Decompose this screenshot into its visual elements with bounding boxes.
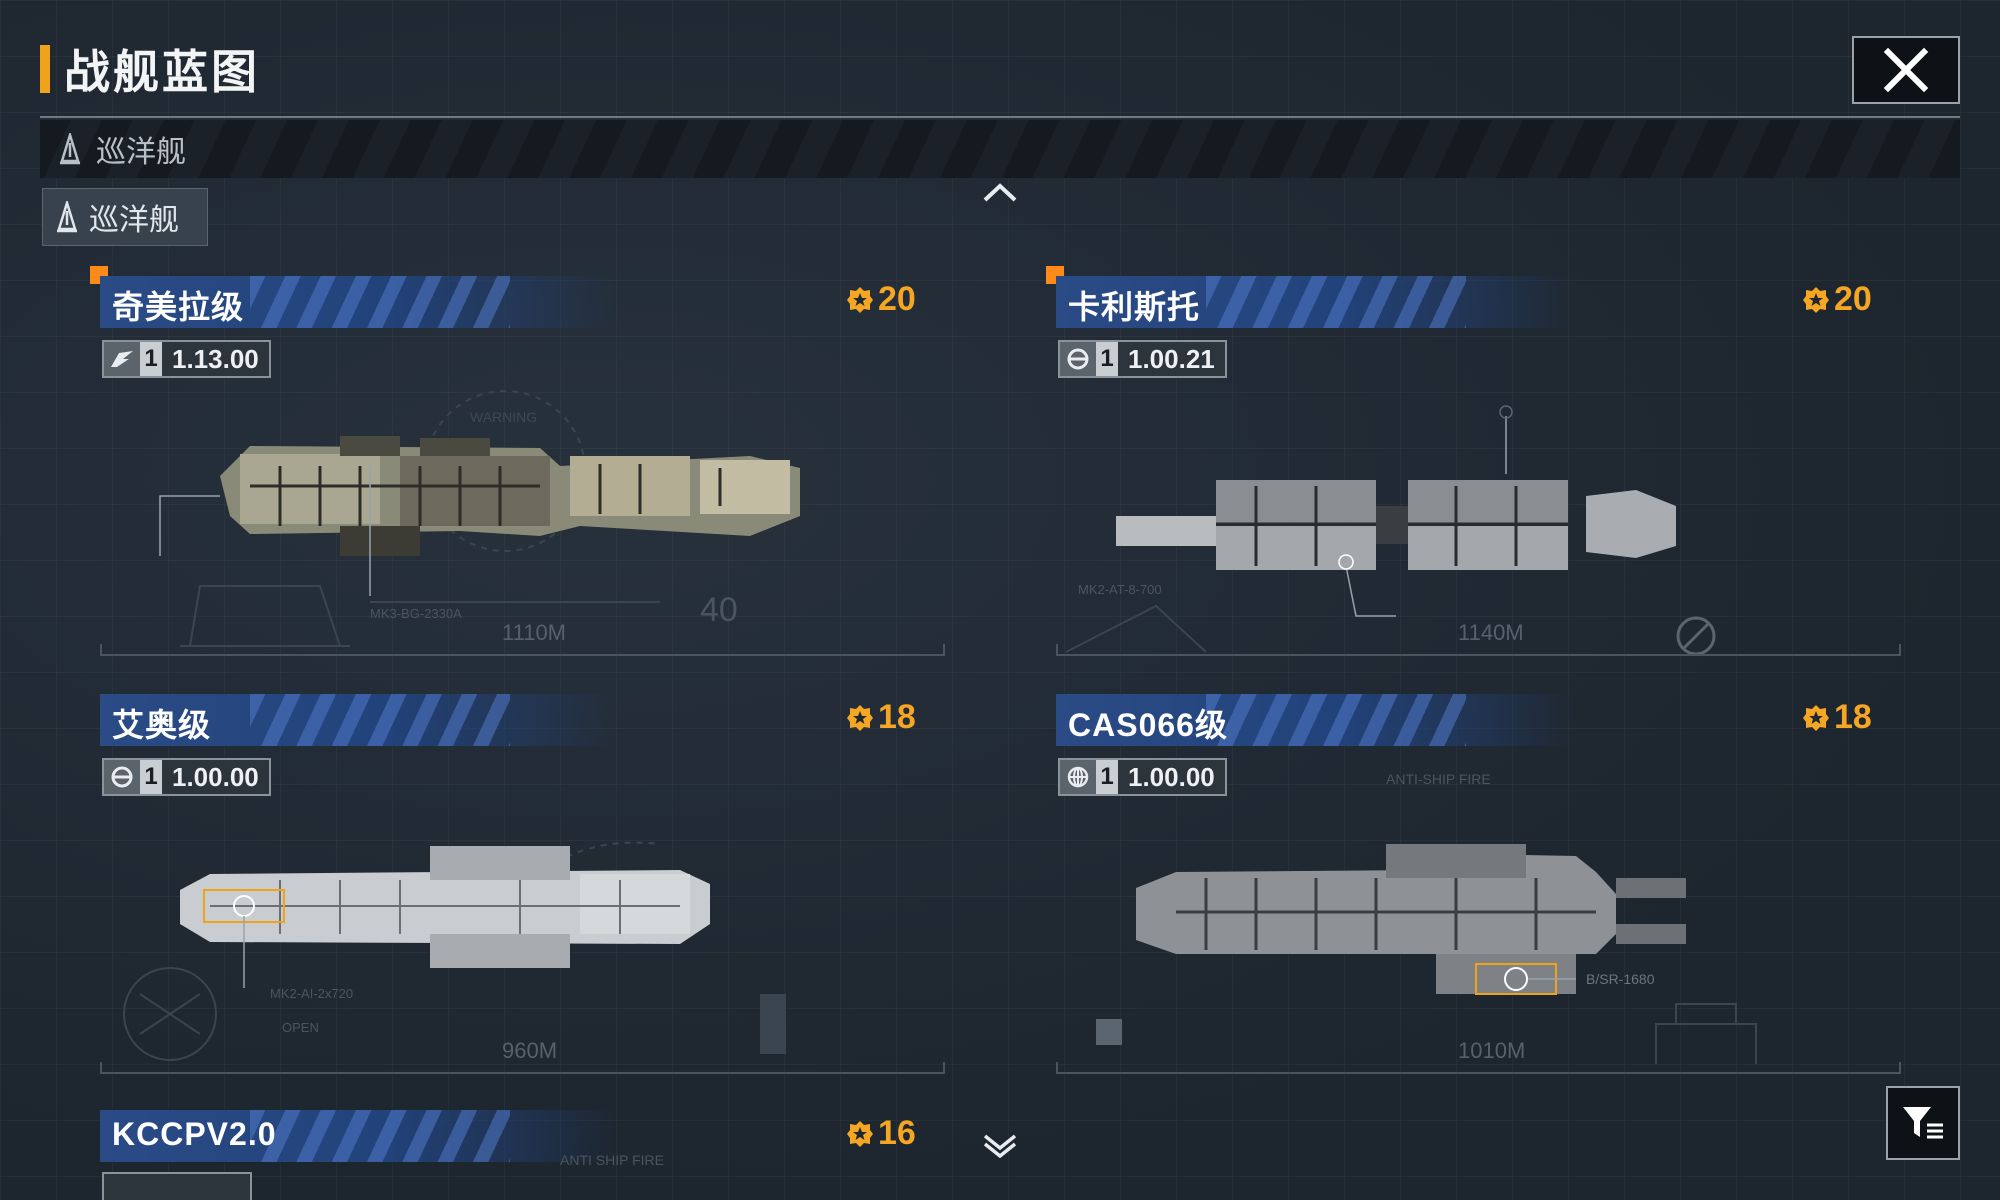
ship-length: 1010M: [1458, 1038, 1526, 1063]
cost: 20: [1802, 280, 1872, 319]
ship-class-icon: [104, 760, 140, 794]
card-baseline: [1056, 644, 1901, 656]
scroll-up-button[interactable]: [982, 180, 1018, 209]
card-baseline: [1056, 1062, 1901, 1074]
stat-level: 1: [140, 342, 162, 376]
ship-length: 1110M: [502, 620, 567, 645]
ship-name: 奇美拉级: [112, 289, 245, 325]
title-accent: [40, 45, 50, 93]
warning-label: WARNING: [470, 409, 537, 425]
stat-version: 1.13.00: [172, 344, 259, 374]
ship-name: 卡利斯托: [1068, 289, 1201, 325]
stat-version: 1.00.21: [1128, 344, 1215, 374]
filter-tab-label: 巡洋舰: [89, 204, 179, 237]
cost-value: 18: [878, 698, 916, 736]
stats-row: 1 1.13.00: [102, 340, 271, 378]
cost-value: 20: [1834, 280, 1872, 318]
ship-blueprint-io: MK2-AI-2x720 OPEN: [123, 841, 786, 1061]
cost-value: 18: [1834, 698, 1872, 736]
command-point-icon: [1803, 286, 1829, 313]
command-point-icon: [847, 704, 873, 731]
stats-row: [102, 1172, 252, 1200]
chevron-up-icon: [983, 183, 1017, 202]
svg-text:40: 40: [700, 591, 738, 629]
cost: 18: [1802, 698, 1872, 737]
scroll-down-button[interactable]: [982, 1132, 1018, 1165]
page-title: 战舰蓝图: [64, 46, 260, 98]
ship-blueprint-cas066: ANTI-SHIP FIRE B/SR-1680: [1096, 774, 1757, 1064]
cost: 18: [846, 698, 916, 737]
filter-icon: [1903, 1107, 1943, 1139]
close-button[interactable]: [1852, 36, 1960, 104]
card-baseline: [100, 1062, 945, 1074]
ship-blueprint-chimera: WARNING MK3-BG-2330A 40: [159, 390, 800, 647]
card-header: KCCPV2.0: [100, 1110, 620, 1162]
ship-card-kccpv[interactable]: KCCPV2.0 16 ANTI SHIP FIRE: [40, 1108, 920, 1200]
weapon-annotation: MK3-BG-2330A: [370, 606, 462, 621]
card-header: 卡利斯托: [1056, 276, 1576, 328]
stat-version: 1.00.00: [172, 762, 259, 792]
anti-ship-annotation: ANTI SHIP FIRE: [560, 1152, 664, 1168]
cruiser-icon: [57, 201, 77, 233]
weapon-annotation: MK2-AT-8-700: [1078, 582, 1162, 597]
open-annotation: OPEN: [282, 1020, 319, 1035]
weapon-annotation: MK2-AI-2x720: [270, 986, 353, 1001]
ship-card-io[interactable]: 艾奥级 18 1 1.00.00 MK2-AI-2x720 OPEN 96: [40, 694, 945, 1104]
ship-name: KCCPV2.0: [112, 1116, 277, 1152]
ship-card-callisto[interactable]: 卡利斯托 20 1 1.00.21 MK2-AT-8-700: [996, 266, 1901, 686]
card-header: CAS066级: [1056, 694, 1576, 746]
cost: 16: [846, 1114, 916, 1153]
card-baseline: [100, 644, 945, 656]
ship-class-icon: [1060, 760, 1096, 794]
filter-tab-cruiser[interactable]: 巡洋舰: [42, 188, 208, 246]
ship-card-chimera[interactable]: 奇美拉级 20 1 1.13.00 WARNING: [40, 266, 945, 686]
title-bar: 战舰蓝图: [40, 40, 260, 98]
ship-card-cas066[interactable]: CAS066级 18 1 1.00.00 ANTI-SHIP FIRE B/SR…: [996, 694, 1901, 1104]
ship-length: 1140M: [1458, 620, 1524, 645]
stat-level: 1: [1096, 760, 1118, 794]
command-point-icon: [847, 286, 873, 313]
command-point-icon: [847, 1120, 873, 1147]
category-label: 巡洋舰: [96, 136, 186, 169]
cost: 20: [846, 280, 916, 319]
close-icon: [1883, 47, 1929, 93]
sort-filter-button[interactable]: [1886, 1086, 1960, 1160]
cost-value: 16: [878, 1114, 916, 1152]
stats-row: 1 1.00.00: [1058, 758, 1227, 796]
card-header: 艾奥级: [100, 694, 620, 746]
ship-blueprint-callisto: MK2-AT-8-700: [1065, 405, 1716, 656]
ship-class-icon: [1060, 342, 1096, 376]
header-divider: [40, 116, 1960, 118]
chevron-down-icon: [983, 1134, 1017, 1159]
stat-version: 1.00.00: [1128, 762, 1215, 792]
cruiser-icon: [60, 133, 80, 165]
cost-value: 20: [878, 280, 916, 318]
stat-level: 1: [1096, 342, 1118, 376]
weapon-annotation: B/SR-1680: [1586, 971, 1655, 987]
ship-length: 960M: [502, 1038, 558, 1063]
ship-name: CAS066级: [1068, 707, 1228, 743]
stats-row: 1 1.00.00: [102, 758, 271, 796]
stats-row: 1 1.00.21: [1058, 340, 1227, 378]
stat-level: 1: [140, 760, 162, 794]
command-point-icon: [1803, 704, 1829, 731]
ship-name: 艾奥级: [112, 707, 212, 743]
ship-class-icon: [104, 342, 140, 376]
anti-ship-annotation: ANTI-SHIP FIRE: [1386, 774, 1491, 787]
category-bar[interactable]: 巡洋舰: [40, 120, 1960, 178]
card-header: 奇美拉级: [100, 276, 620, 328]
